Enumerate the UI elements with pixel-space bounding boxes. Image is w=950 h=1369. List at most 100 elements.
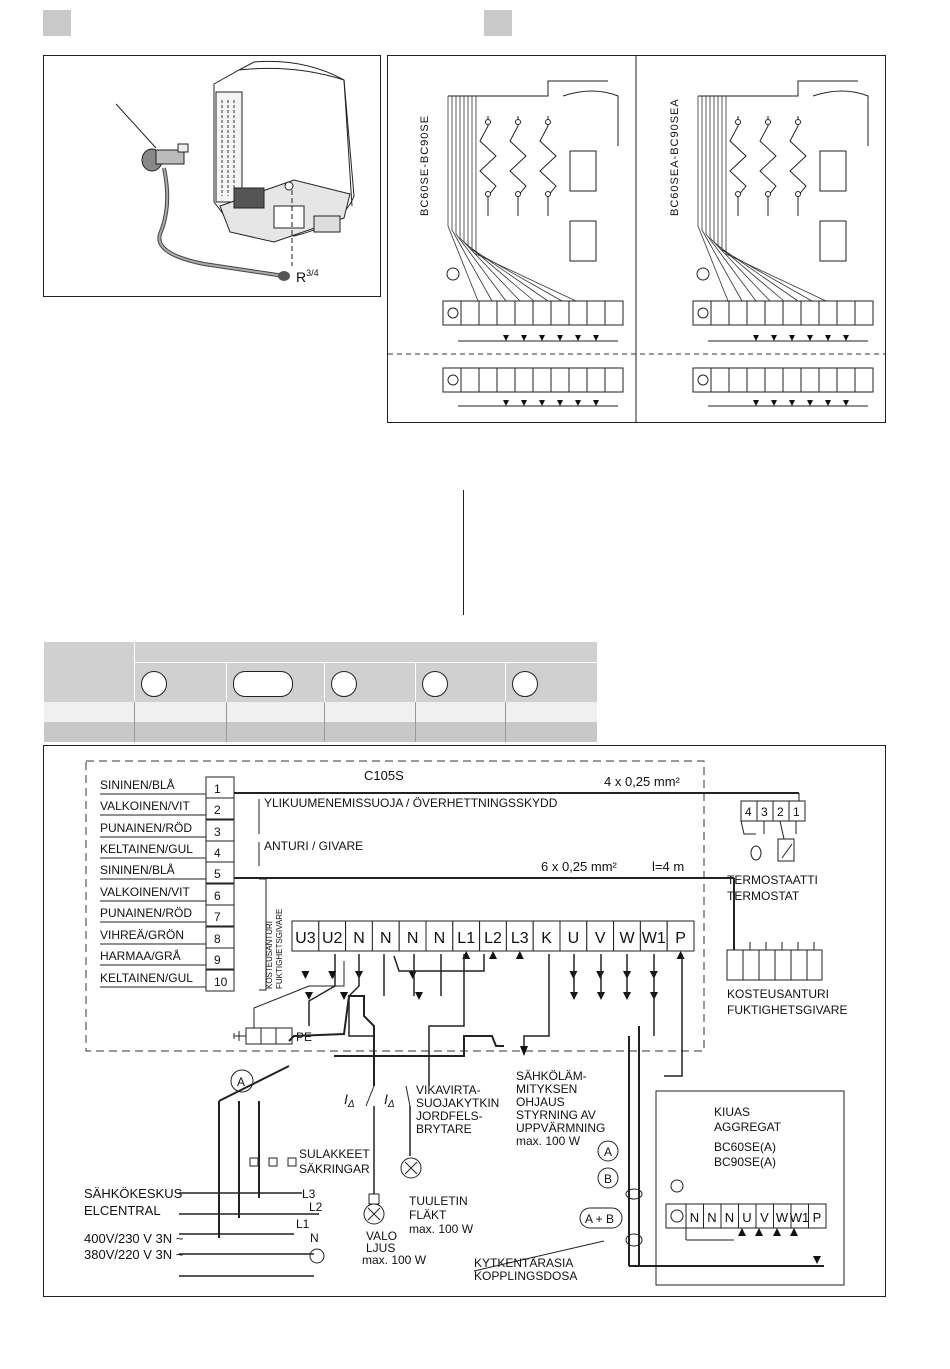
thermostat-terminal-label: 4 [745,805,752,819]
unit-name: C105S [364,768,404,783]
thermostat-label-2: TERMOSTAT [727,889,800,903]
terminal-row-cell [613,920,641,952]
heater-label-4: BC90SE(A) [714,1155,776,1169]
wire-color-label: HARMAA/GRÅ [100,948,181,963]
terminal-row-label: N [407,930,419,947]
cable-length-label: l=4 m [652,859,684,874]
thermostat-terminal-label: 1 [793,805,800,819]
heater-terminal-label: W1 [790,1210,810,1225]
thermostat-terminal [788,800,806,822]
terminal-number: 5 [214,867,221,881]
circle-icon [331,671,358,697]
wire-color-label: SININEN/BLÅ [100,862,175,877]
circle-icon [140,671,167,697]
terminal-row-label: L1 [457,930,475,947]
heater-terminal-label: V [760,1210,769,1225]
marker-b: B [604,1172,612,1186]
phase-l2: L2 [309,1200,323,1214]
terminal-row-label: W1 [642,930,666,947]
terminal-row-cell [666,920,695,952]
humidity-sensor: KOSTEUSANTURI FUKTIGHETSGIVARE [724,877,847,1017]
wire-color-label: PUNAINEN/RÖD [100,906,192,920]
heating-control-label: UPPVÄRMNING [516,1121,605,1135]
terminal-number: 7 [214,910,221,924]
spec-col-4 [414,662,506,702]
column-divider [463,490,464,615]
fan-label-2: FLÄKT [409,1208,447,1222]
sensor-label: ANTURI / GIVARE [264,839,363,853]
marker-ab: A + B [585,1212,614,1226]
heater-ground-icon [670,1179,684,1193]
terminal-row-cell [586,920,615,952]
wire-color-label: VALKOINEN/VIT [100,799,190,813]
mains-label-4: 380V/220 V 3N ~ [84,1247,184,1262]
mains-label-3: 400V/230 V 3N ~ [84,1231,184,1246]
schematic-left-model: BC60SE-BC90SE [419,115,431,216]
terminal-number: 2 [214,803,221,817]
terminal-row-label: U [568,930,580,947]
terminal-row-label: N [380,930,392,947]
heater-terminal-label: P [813,1210,822,1225]
thermostat-terminal-label: 3 [761,805,768,819]
light-label-2: LJUS [366,1241,395,1255]
terminal-number: 8 [214,932,221,946]
heater-label-2: AGGREGAT [714,1120,782,1134]
spec-table-corner [43,642,135,702]
terminal-row-label: U2 [322,930,343,947]
heating-control-label: STYRNING AV [516,1108,596,1122]
heater-label-3: BC60SE(A) [714,1140,776,1154]
spec-col-3 [324,662,416,702]
spec-col-2 [225,662,325,702]
heater-terminal-label: U [742,1210,751,1225]
terminal-row-label: N [353,930,365,947]
heater-drawing: R3/4 [115,60,355,285]
rcd-label: JORDFELS- [416,1109,483,1123]
terminal-row-label: L2 [484,930,502,947]
humidity-vertical-1: KOSTEUSANTURI [265,921,274,989]
svg-text:IΔ: IΔ [384,1091,395,1110]
humidity-label-2: FUKTIGHETSGIVARE [727,1003,847,1017]
wire-color-label: VALKOINEN/VIT [100,885,190,899]
heater-label-1: KIUAS [714,1105,750,1119]
terminal-row-cell [639,920,668,952]
wire-color-label: KELTAINEN/GUL [100,842,193,856]
fan-label-1: TUULETIN [409,1194,468,1208]
pe-bar: PE [233,961,345,1045]
terminal-number: 6 [214,889,221,903]
fuses [249,1157,297,1167]
fuses-label-2: SÄKRINGAR [299,1162,370,1176]
wiring-svg: C105S 4 x 0,25 mm² YLIKUUMENEMISSUOJA / … [84,760,847,1286]
heater-terminal-label: N [707,1210,716,1225]
marker-a-2: A [604,1145,612,1159]
installation-figure: R3/4 [43,55,381,297]
junction-label-1: KYTKENTÄRASIA [474,1256,573,1270]
humidity-label-1: KOSTEUSANTURI [727,987,829,1001]
spec-row [43,702,597,722]
terminal-row-cell [425,920,454,952]
cable-top-label: 4 x 0,25 mm² [604,774,681,789]
wire-color-label: KELTAINEN/GUL [100,971,193,985]
spec-col-1 [133,662,227,702]
circle-icon [421,671,448,697]
humidity-vertical-2: FUKTIGHETSGIVARE [275,909,284,989]
heating-control-label: OHJAUS [516,1095,565,1109]
mains-label-2: ELCENTRAL [84,1203,161,1218]
spec-table [43,642,597,742]
circle-icon [511,671,538,697]
terminal-number: 4 [214,846,221,860]
heating-control-label: MITYKSEN [516,1082,577,1096]
spec-row [43,722,597,742]
phase-l3: L3 [302,1187,316,1201]
terminal-cell [205,861,235,884]
wire-color-label: SININEN/BLÅ [100,777,175,792]
phase-l1: L1 [296,1217,310,1231]
terminal-row-label: N [434,930,446,947]
terminal-cell [205,797,235,820]
marker-a: A [237,1075,245,1089]
light-label-3: max. 100 W [362,1253,427,1267]
light-label-1: VALO [366,1229,397,1243]
wiring-diagram: C105S 4 x 0,25 mm² YLIKUUMENEMISSUOJA / … [43,745,886,1297]
terminal-cell [205,904,235,927]
